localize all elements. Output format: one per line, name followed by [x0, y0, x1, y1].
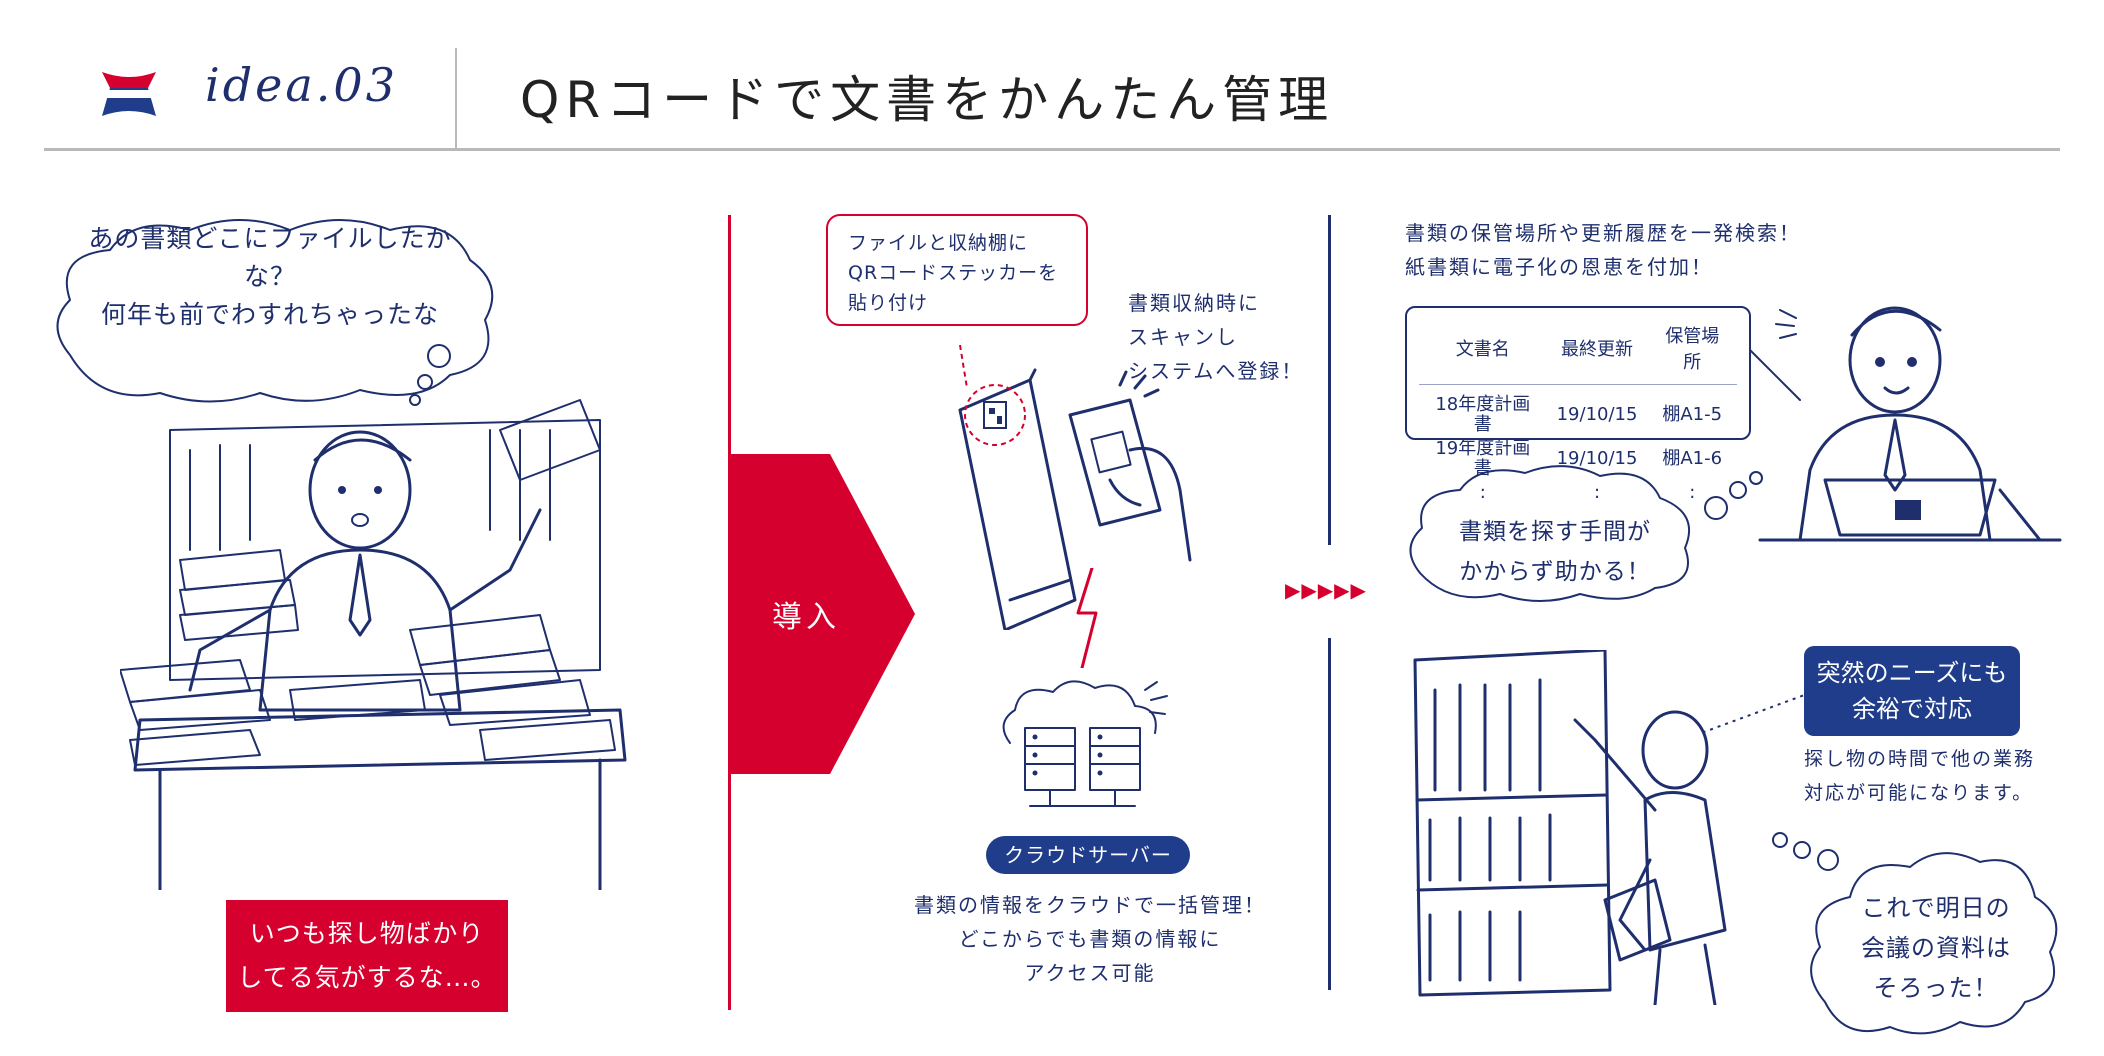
- table-cell: 18年度計画書: [1435, 394, 1531, 435]
- table-cell: 19/10/15: [1556, 404, 1638, 425]
- cloud-server-icon: [1002, 680, 1168, 807]
- table-cell: 19/10/15: [1556, 448, 1638, 469]
- flow-arrows: ▶▶▶▶▶: [1285, 578, 1367, 602]
- thought-text: あの書類どこにファイルしたかな？ 何年も前でわすれちゃったな: [88, 224, 452, 329]
- sticker-note-box: ファイルと収納棚に QRコードステッカーを 貼り付け: [826, 214, 1088, 326]
- table-cell: 19年度計画書: [1435, 438, 1531, 479]
- search-note: 書類の保管場所や更新履歴を一発検索！ 紙書類に電子化の恩恵を付加！: [1405, 221, 1801, 279]
- table-row: 18年度計画書 19/10/15 棚A1-5: [1419, 385, 1737, 436]
- table-row: : : :: [1419, 479, 1737, 503]
- before-caption: いつも探し物ばかり してる気がするな…。: [226, 900, 508, 1012]
- stressed-worker-illustration: [120, 399, 627, 890]
- section-divider-blue-top: [1328, 215, 1331, 545]
- cloud-server-label: クラウドサーバー: [986, 836, 1190, 874]
- table-header-row: 文書名 最終更新 保管場所: [1419, 316, 1737, 385]
- ready-cloud-text: これで明日の 会議の資料は そろった！: [1861, 894, 2011, 1002]
- intro-label: 導入: [772, 600, 840, 635]
- thought-cloud-shape: [56, 219, 494, 403]
- scan-note: 書類収納時に スキャンし システムへ登録！: [1128, 291, 1304, 383]
- table-cell: :: [1479, 482, 1486, 503]
- ready-cloud-shape: [1810, 852, 2058, 1035]
- lightning-link-icon: [1076, 568, 1098, 668]
- thought-bubbles-icon: [1704, 471, 1763, 520]
- section-divider-red: [728, 215, 731, 1010]
- laptop-worker-illustration: [1749, 306, 2062, 542]
- brand-logo-icon: [102, 72, 156, 116]
- relief-cloud-shape: [1409, 465, 1690, 602]
- intro-arrow-shape: [730, 454, 915, 774]
- table-header-cell: 文書名: [1419, 316, 1547, 385]
- table-cell: :: [1689, 482, 1696, 503]
- connector-dotted-line: [1703, 689, 1819, 733]
- table-row: 19年度計画書 19/10/15 棚A1-6: [1419, 435, 1737, 479]
- table-header-cell: 最終更新: [1546, 316, 1648, 385]
- badge-quick-response: 突然のニーズにも 余裕で対応: [1804, 646, 2020, 736]
- page-title: QRコードで文書をかんたん管理: [520, 71, 1335, 129]
- thought-bubbles-icon: [409, 344, 451, 406]
- table-cell: 棚A1-6: [1662, 448, 1723, 469]
- section-divider-blue-bottom: [1328, 638, 1331, 990]
- badge-note: 探し物の時間で他の業務 対応が可能になります。: [1804, 748, 2036, 804]
- table-header-cell: 保管場所: [1647, 316, 1737, 385]
- qr-binder-illustration: [958, 344, 1192, 630]
- header-rule: [44, 148, 2060, 151]
- table-cell: :: [1593, 482, 1601, 503]
- cloud-note: 書類の情報をクラウドで一括管理！ どこからでも書類の情報に アクセス可能: [914, 893, 1266, 985]
- document-table: 文書名 最終更新 保管場所 18年度計画書 19/10/15 棚A1-5 19年…: [1405, 306, 1751, 503]
- table-cell: 棚A1-5: [1662, 404, 1723, 425]
- thought-bubbles-icon: [1772, 832, 1839, 871]
- idea-number: idea.03: [205, 58, 398, 112]
- shelf-worker-illustration: [1413, 650, 1727, 1005]
- relief-cloud-text: 書類を探す手間が かからず助かる！: [1459, 519, 1651, 585]
- header-divider: [455, 48, 457, 148]
